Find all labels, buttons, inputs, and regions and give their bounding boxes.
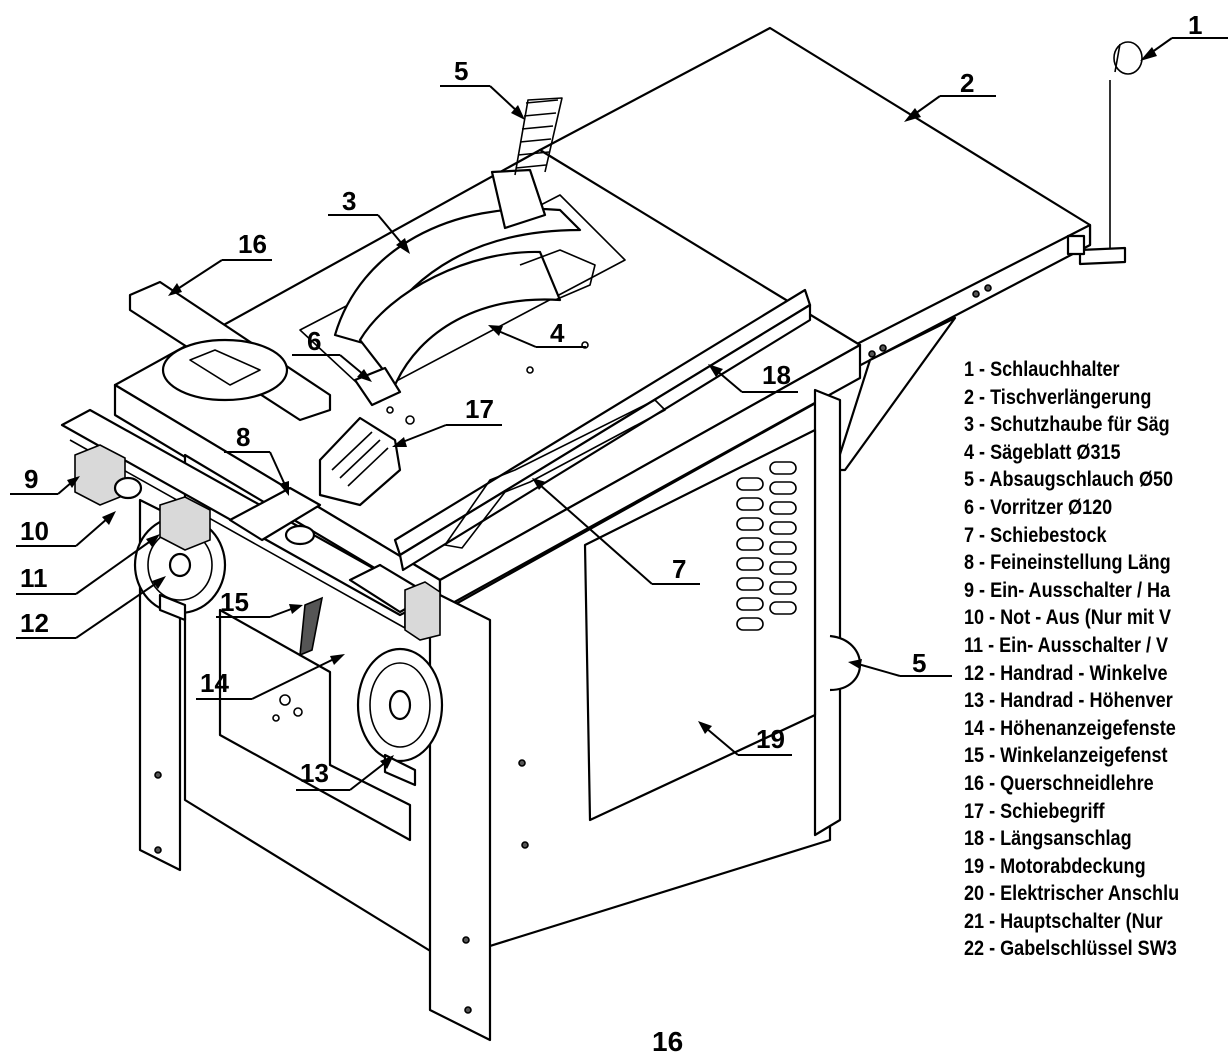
legend-item: 10 - Not - Aus (Nur mit V xyxy=(964,606,1172,630)
hose-holder xyxy=(1066,41,1143,266)
control-panel xyxy=(218,608,412,842)
legend-item: 13 - Handrad - Höhenver xyxy=(964,689,1173,713)
callout-5-top: 5 xyxy=(454,56,468,86)
legend-item: 8 - Feineinstellung Läng xyxy=(964,551,1171,575)
callout-17: 17 xyxy=(465,394,494,424)
callout-7: 7 xyxy=(672,554,686,584)
legend-item: 6 - Vorritzer Ø120 xyxy=(964,495,1113,519)
machine-drawing xyxy=(60,26,1143,1042)
angle-lever xyxy=(299,596,324,657)
legend-item: 4 - Sägeblatt Ø315 xyxy=(964,440,1121,464)
callout-11: 11 xyxy=(20,563,48,593)
legend-item: 22 - Gabelschlüssel SW3 xyxy=(964,937,1177,961)
callout-19: 19 xyxy=(756,724,785,754)
motor-cover xyxy=(583,428,817,822)
push-stick xyxy=(444,399,666,549)
callout-2: 2 xyxy=(960,68,974,98)
callout-14: 14 xyxy=(200,668,229,698)
callout-8: 8 xyxy=(236,422,250,452)
legend-item: 18 - Längsanschlag xyxy=(964,827,1132,851)
switch-box-11 xyxy=(159,496,211,551)
callout-18: 18 xyxy=(762,360,791,390)
extension-support xyxy=(833,316,957,472)
legend-item: 7 - Schiebestock xyxy=(964,523,1107,547)
legend-item: 21 - Hauptschalter (Nur xyxy=(964,909,1163,933)
legend-item: 9 - Ein- Ausschalter / Ha xyxy=(964,578,1171,602)
callout-5-right: 5 xyxy=(912,648,926,678)
page-number: 16 xyxy=(652,1026,684,1057)
callout-16: 16 xyxy=(238,229,267,259)
legend-item: 1 - Schlauchhalter xyxy=(964,358,1120,381)
angle-protractor xyxy=(161,338,289,402)
callouts: 1 2 3 4 5 5 6 7 xyxy=(10,10,1228,791)
parts-legend: 1 - Schlauchhalter 2 - Tischverlängerung… xyxy=(964,356,1228,1048)
callout-4: 4 xyxy=(550,318,565,348)
callout-12: 12 xyxy=(20,608,49,638)
callout-9: 9 xyxy=(24,464,38,494)
legend-item: 17 - Schiebegriff xyxy=(964,799,1105,823)
saw-blade xyxy=(358,250,562,387)
switch-box-9 xyxy=(74,444,126,506)
callout-15: 15 xyxy=(220,587,249,617)
callout-13: 13 xyxy=(300,758,329,788)
callout-3: 3 xyxy=(342,186,356,216)
right-front-leg xyxy=(813,388,842,837)
legend-item: 12 - Handrad - Winkelve xyxy=(964,661,1168,685)
legend-item: 20 - Elektrischer Anschlu xyxy=(964,882,1180,906)
legend-item: 19 - Motorabdeckung xyxy=(964,854,1146,878)
front-corner-leg xyxy=(428,588,492,1042)
callout-1: 1 xyxy=(1188,10,1202,40)
emergency-stop xyxy=(113,476,143,500)
legend-item: 3 - Schutzhaube für Säg xyxy=(964,413,1170,437)
legend-item: 16 - Querschneidlehre xyxy=(964,771,1154,795)
push-grip xyxy=(318,416,402,507)
legend-item: 5 - Absaugschlauch Ø50 xyxy=(964,468,1174,492)
callout-10: 10 xyxy=(20,516,49,546)
fine-adjustment xyxy=(228,486,322,542)
legend-item: 15 - Winkelanzeigefenst xyxy=(964,744,1168,768)
callout-6: 6 xyxy=(307,326,321,356)
legend-item: 11 - Ein- Ausschalter / V xyxy=(964,633,1169,657)
legend-item: 14 - Höhenanzeigefenste xyxy=(964,716,1176,740)
dust-hose xyxy=(490,97,563,230)
height-handwheel xyxy=(356,647,444,787)
vent-slots xyxy=(736,461,797,631)
switch-box-front xyxy=(404,581,441,641)
legend-item: 2 - Tischverlängerung xyxy=(964,385,1152,409)
